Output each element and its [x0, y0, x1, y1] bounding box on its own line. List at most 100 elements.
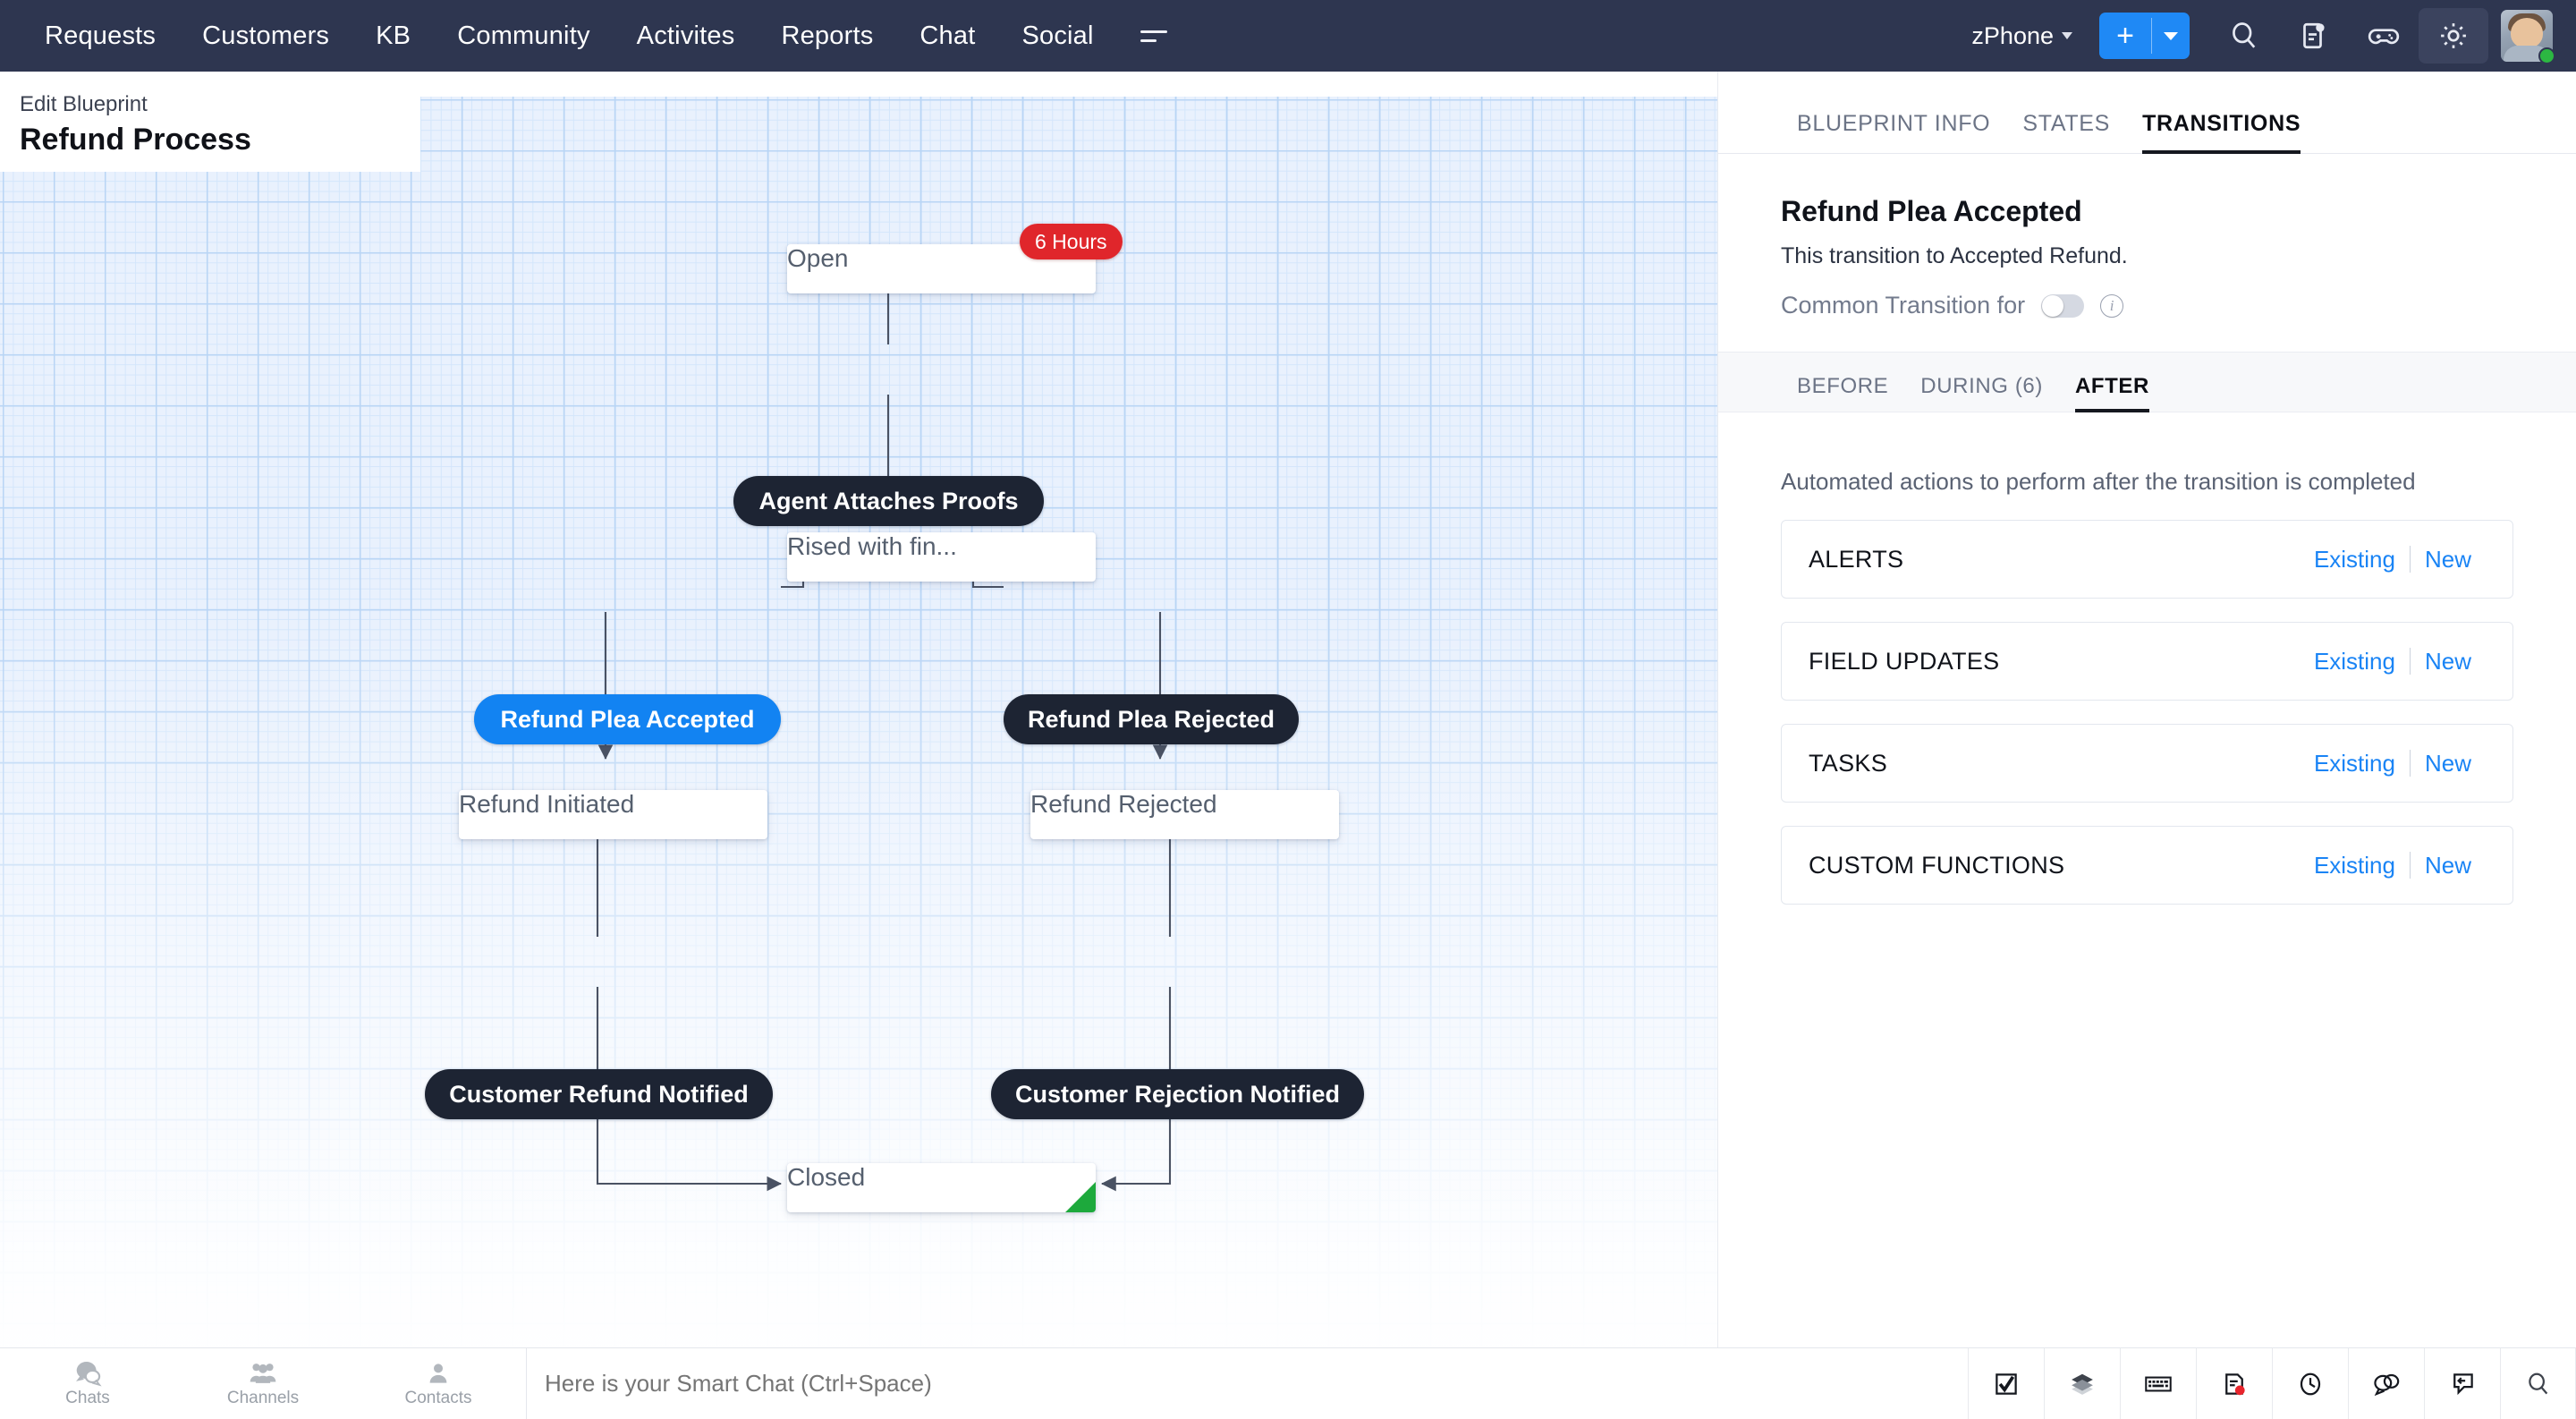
nav-link-requests[interactable]: Requests: [45, 21, 157, 50]
existing-link[interactable]: Existing: [2313, 749, 2395, 777]
transition-label: Refund Plea Accepted: [500, 705, 755, 733]
action-card-links: Existing New: [2300, 852, 2486, 879]
org-switcher-label: zPhone: [1971, 21, 2054, 49]
reply-arrow-icon[interactable]: [2424, 1348, 2500, 1419]
transition-node-customer-rejection-notified[interactable]: Customer Rejection Notified: [991, 1069, 1364, 1119]
common-transition-toggle[interactable]: [2041, 293, 2085, 318]
phase-body: Automated actions to perform after the t…: [1718, 412, 2576, 905]
nav-link-reports[interactable]: Reports: [781, 21, 874, 50]
action-card-title: TASKS: [1809, 749, 1888, 777]
document-alert-icon[interactable]: [2196, 1348, 2272, 1419]
new-link[interactable]: New: [2424, 647, 2471, 675]
nav-right-cluster: zPhone +: [1953, 8, 2576, 64]
state-node-rised-with-fin[interactable]: Rised with fin...: [787, 532, 1096, 582]
new-link[interactable]: New: [2424, 851, 2471, 879]
sla-badge[interactable]: 6 Hours: [1020, 224, 1123, 259]
transition-node-refund-plea-rejected[interactable]: Refund Plea Rejected: [1004, 694, 1299, 744]
top-navigation-bar: Requests Customers KB Community Activite…: [0, 0, 2576, 72]
nav-link-activites[interactable]: Activites: [636, 21, 735, 50]
existing-link[interactable]: Existing: [2313, 851, 2395, 879]
notes-icon[interactable]: [2279, 8, 2349, 64]
smart-chat-container[interactable]: [526, 1348, 1968, 1419]
action-card-title: FIELD UPDATES: [1809, 647, 2000, 675]
gear-icon[interactable]: [2419, 8, 2488, 64]
nav-link-chat[interactable]: Chat: [919, 21, 976, 50]
action-card-alerts: ALERTS Existing New: [1781, 520, 2513, 599]
bottom-status-bar: Chats Channels Contacts: [0, 1347, 2576, 1419]
gamepad-icon[interactable]: [2349, 8, 2419, 64]
action-card-title: ALERTS: [1809, 545, 1904, 573]
person-icon: [429, 1363, 447, 1383]
action-card-links: Existing New: [2300, 750, 2486, 777]
avatar-face: [2511, 18, 2543, 48]
tab-during[interactable]: DURING (6): [1920, 374, 2043, 398]
nav-link-social[interactable]: Social: [1021, 21, 1094, 50]
checkbox-check-icon[interactable]: [1968, 1348, 2044, 1419]
add-dropdown-caret[interactable]: [2152, 13, 2190, 59]
tab-after[interactable]: AFTER: [2059, 374, 2165, 412]
transition-node-refund-plea-accepted[interactable]: Refund Plea Accepted: [474, 694, 781, 744]
state-label: Closed: [787, 1163, 866, 1191]
avatar[interactable]: [2501, 10, 2555, 64]
bottom-chip-label: Contacts: [404, 1388, 472, 1407]
existing-link[interactable]: Existing: [2313, 647, 2395, 675]
bottom-chip-label: Chats: [65, 1388, 110, 1407]
add-split-button[interactable]: +: [2099, 13, 2190, 59]
blueprint-title-block: Edit Blueprint Refund Process: [0, 72, 420, 172]
existing-link[interactable]: Existing: [2313, 545, 2395, 573]
chat-bubbles-icon[interactable]: [2348, 1348, 2424, 1419]
clock-icon[interactable]: [2272, 1348, 2348, 1419]
bottom-chip-chats[interactable]: Chats: [0, 1348, 175, 1419]
status-badge: [2538, 47, 2555, 64]
nav-link-customers[interactable]: Customers: [202, 21, 330, 50]
state-node-closed[interactable]: Closed: [787, 1163, 1096, 1212]
toggle-knob: [2042, 294, 2064, 317]
page-title: Refund Process: [20, 123, 251, 157]
divider: [2409, 750, 2411, 777]
bottom-chip-contacts[interactable]: Contacts: [351, 1348, 526, 1419]
transition-description: This transition to Accepted Refund.: [1781, 243, 2128, 268]
search-icon[interactable]: [2209, 8, 2279, 64]
people-group-icon: [250, 1363, 276, 1383]
tab-states[interactable]: STATES: [2022, 111, 2111, 136]
smart-chat-input[interactable]: [545, 1370, 1968, 1398]
keyboard-icon[interactable]: [2120, 1348, 2196, 1419]
new-link[interactable]: New: [2424, 749, 2471, 777]
divider: [2409, 852, 2411, 879]
bottom-chip-channels[interactable]: Channels: [175, 1348, 351, 1419]
hamburger-icon[interactable]: [1117, 30, 1191, 42]
breadcrumb: Edit Blueprint: [20, 92, 148, 116]
nav-link-community[interactable]: Community: [457, 21, 590, 50]
action-card-field-updates: FIELD UPDATES Existing New: [1781, 622, 2513, 701]
org-switcher-zphone[interactable]: zPhone: [1953, 22, 2090, 50]
transition-node-customer-refund-notified[interactable]: Customer Refund Notified: [425, 1069, 773, 1119]
transition-label: Customer Rejection Notified: [1014, 1080, 1341, 1108]
tab-blueprint-info[interactable]: BLUEPRINT INFO: [1797, 111, 1991, 136]
info-icon[interactable]: i: [2100, 293, 2124, 318]
bottom-chip-label: Channels: [226, 1388, 300, 1407]
state-label: Refund Initiated: [459, 790, 635, 818]
state-label: Refund Rejected: [1030, 790, 1217, 818]
end-state-marker-icon: [1065, 1182, 1096, 1212]
transition-node-agent-attaches-proofs[interactable]: Agent Attaches Proofs: [733, 476, 1044, 526]
chat-bubble-icon: [76, 1361, 102, 1387]
state-label: Open: [787, 244, 849, 272]
blueprint-canvas[interactable]: Open 6 Hours Rised with fin... Refund In…: [0, 72, 1717, 1347]
workspace: Open 6 Hours Rised with fin... Refund In…: [0, 72, 2576, 1419]
primary-nav-links: Requests Customers KB Community Activite…: [0, 0, 1191, 72]
new-link[interactable]: New: [2424, 545, 2471, 573]
divider: [2409, 648, 2411, 675]
nav-link-kb[interactable]: KB: [376, 21, 411, 50]
tab-before[interactable]: BEFORE: [1797, 374, 1889, 398]
action-card-tasks: TASKS Existing New: [1781, 724, 2513, 803]
tab-transitions[interactable]: TRANSITIONS: [2126, 111, 2317, 154]
panel-tabs: BLUEPRINT INFO STATES TRANSITIONS: [1718, 72, 2576, 154]
plus-icon[interactable]: +: [2116, 18, 2134, 53]
action-card-links: Existing New: [2300, 648, 2486, 676]
common-transition-row: Common Transition for i: [1781, 292, 2513, 319]
search-icon[interactable]: [2500, 1348, 2576, 1419]
bottom-icon-tray: [1968, 1348, 2576, 1419]
state-node-refund-rejected[interactable]: Refund Rejected: [1030, 790, 1339, 839]
state-node-refund-initiated[interactable]: Refund Initiated: [459, 790, 767, 839]
layers-icon[interactable]: [2044, 1348, 2120, 1419]
